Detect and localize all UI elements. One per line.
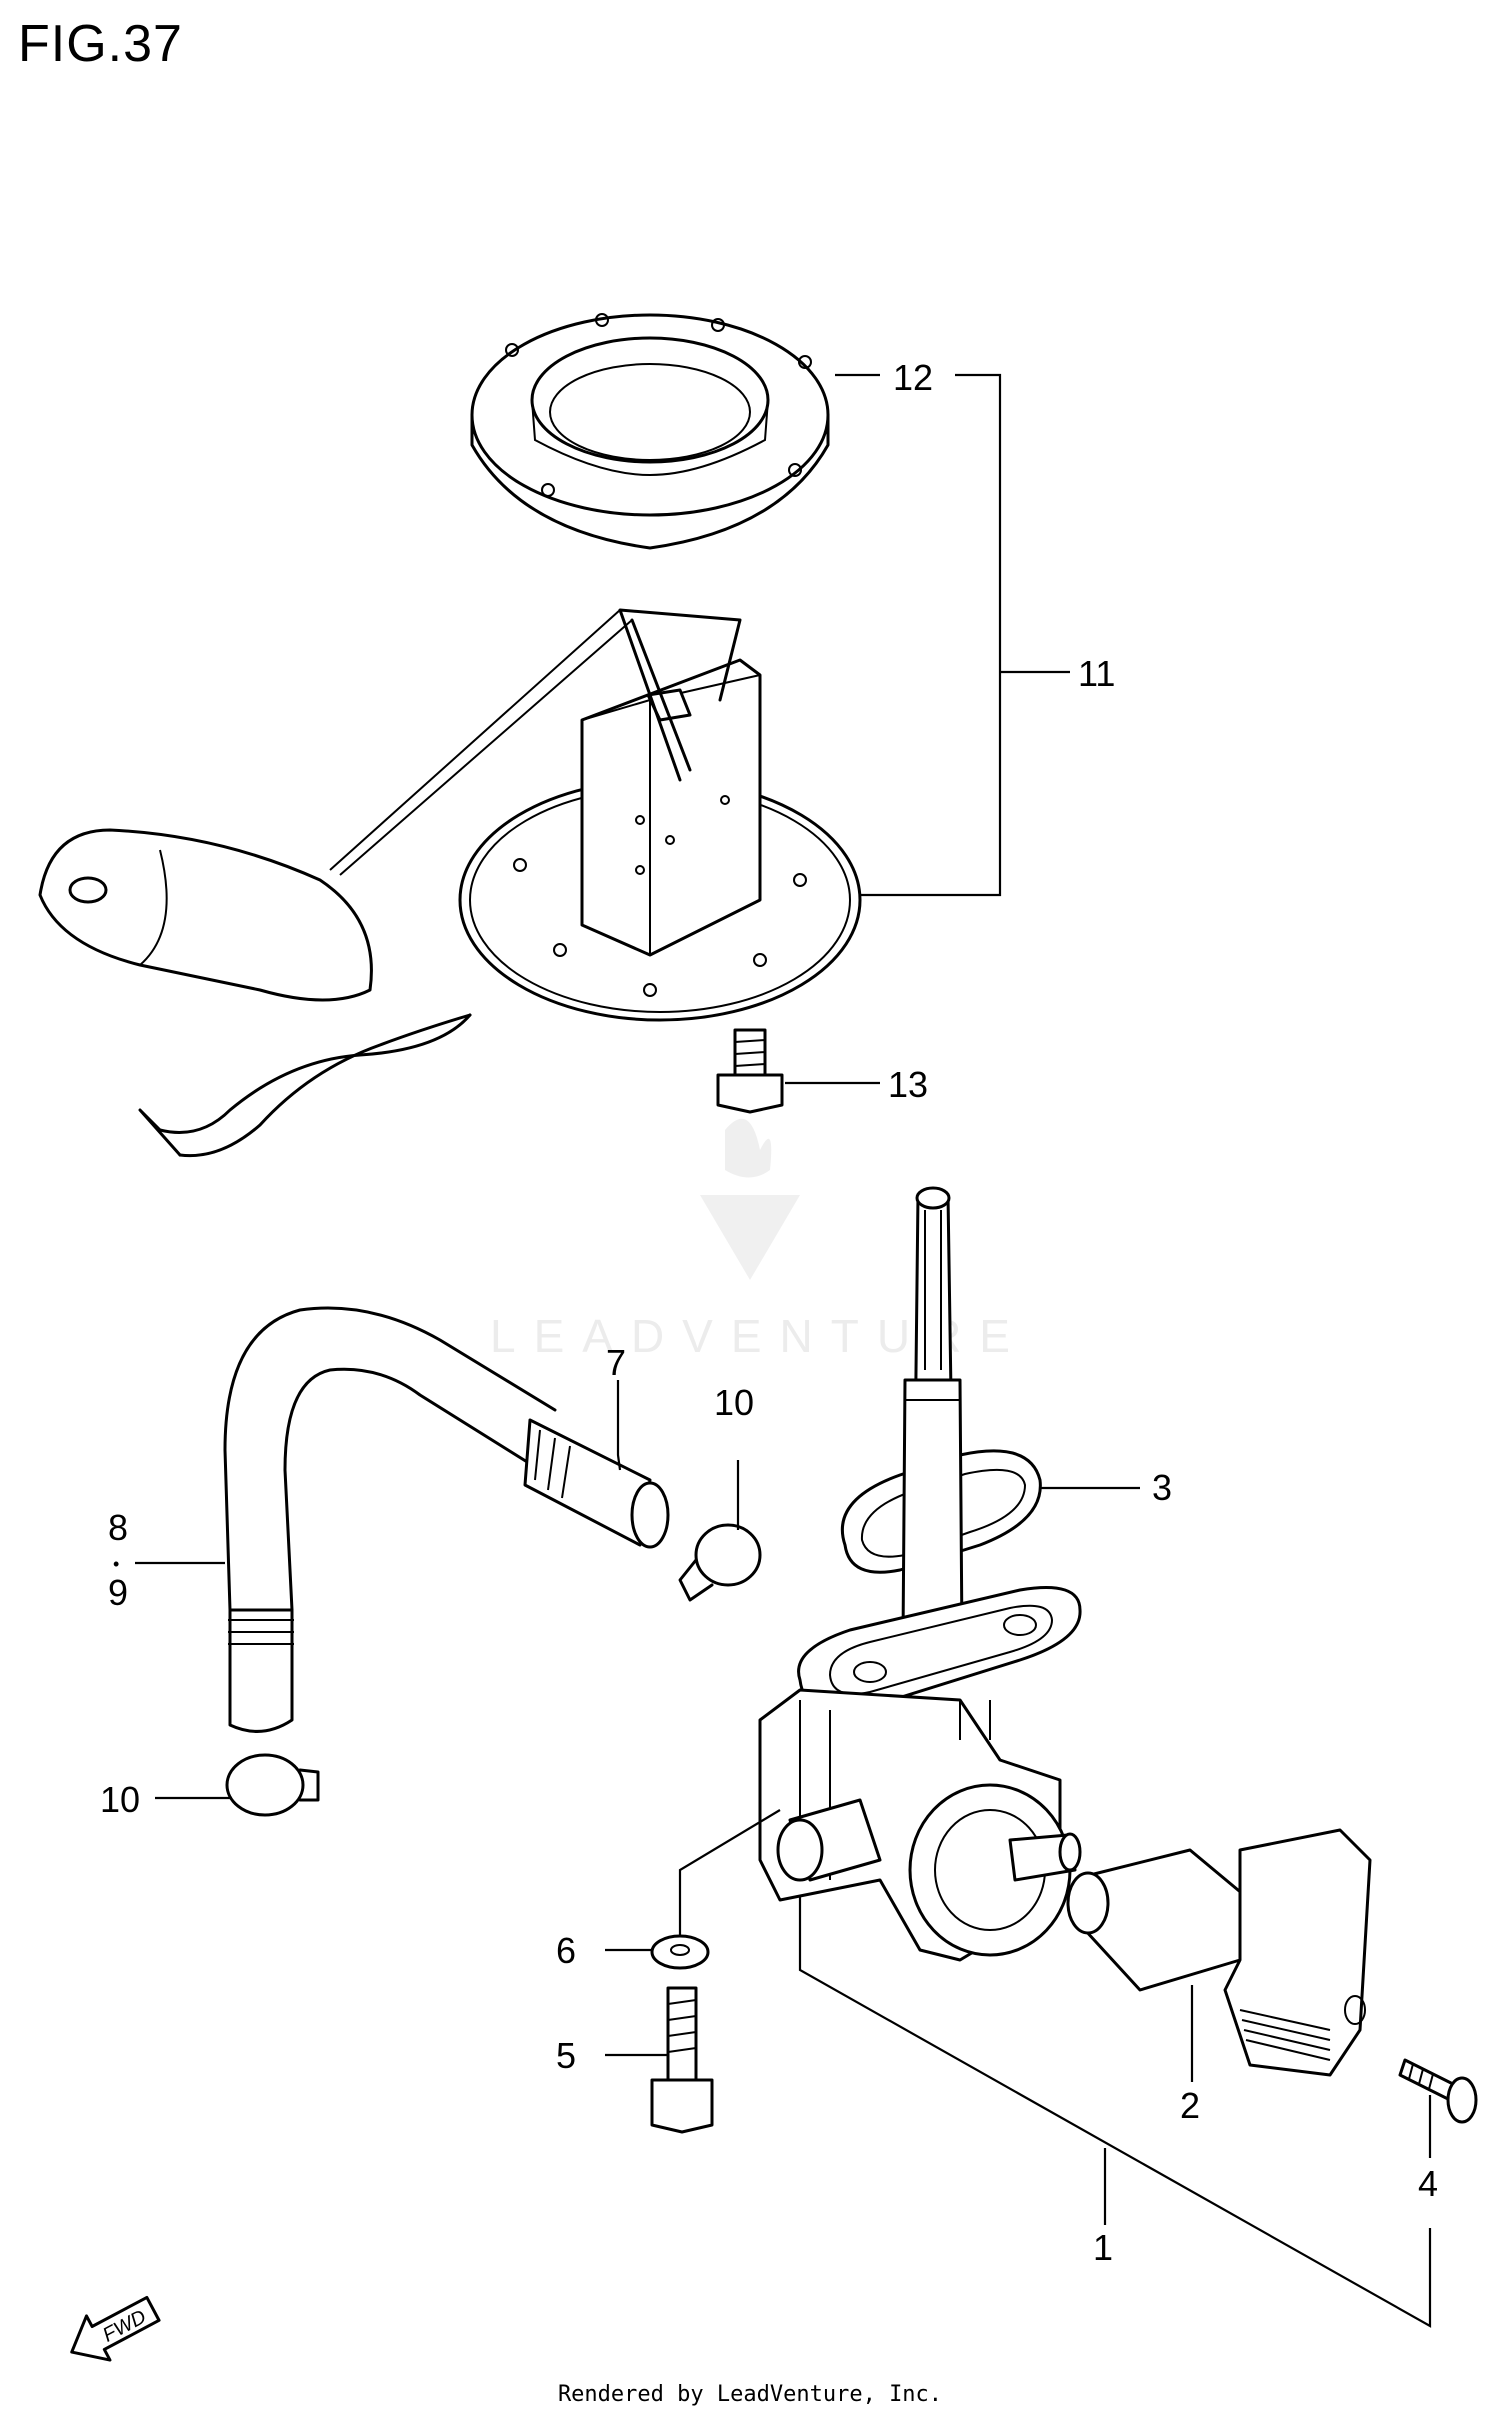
callout-2: 2 [1180, 2085, 1200, 2126]
fwd-direction-badge: FWD [70, 2295, 161, 2362]
part-10-clamp-lower[interactable] [225, 1753, 320, 1817]
callout-10-upper: 10 [714, 1382, 754, 1423]
leader-lines [135, 373, 1432, 2328]
callout-10-lower: 10 [100, 1779, 140, 1820]
callout-12: 12 [893, 357, 933, 398]
gasket-bolt-holes [505, 313, 812, 497]
figure-title: FIG.37 [18, 15, 183, 73]
part-11-fuel-gauge-unit[interactable] [38, 608, 862, 1158]
callout-1: 1 [1093, 2227, 1113, 2268]
part-10-clamp-upper[interactable] [678, 1523, 762, 1602]
callout-9: 9 [108, 1572, 128, 1613]
part-6-washer[interactable] [650, 1934, 710, 1970]
callout-5: 5 [556, 2035, 576, 2076]
part-13-screw[interactable] [716, 1028, 784, 1114]
part-3-oring[interactable] [840, 1449, 1042, 1574]
callout-6: 6 [556, 1930, 576, 1971]
callout-labels: 12 11 13 7 10 3 8 • 9 10 6 5 2 1 4 [100, 357, 1438, 2268]
part-4-screw[interactable] [1398, 2058, 1478, 2124]
part-12-gasket-ring[interactable] [470, 313, 830, 550]
callout-3: 3 [1152, 1467, 1172, 1508]
part-7-9-fuel-hose[interactable] [223, 1306, 670, 1733]
callout-8: 8 [108, 1507, 128, 1548]
callout-4: 4 [1418, 2163, 1438, 2204]
render-credit-footer: Rendered by LeadVenture, Inc. [557, 2382, 943, 2407]
part-5-bolt[interactable] [650, 1986, 714, 2134]
part-2-lever[interactable] [1066, 1828, 1372, 2077]
callout-separator-dot: • [113, 1554, 119, 1574]
part-1-fuel-valve[interactable] [758, 1186, 1082, 1962]
plate-bolt-holes [513, 858, 807, 997]
callout-7: 7 [606, 1342, 626, 1383]
callout-11: 11 [1078, 653, 1115, 694]
callout-13: 13 [888, 1064, 928, 1105]
